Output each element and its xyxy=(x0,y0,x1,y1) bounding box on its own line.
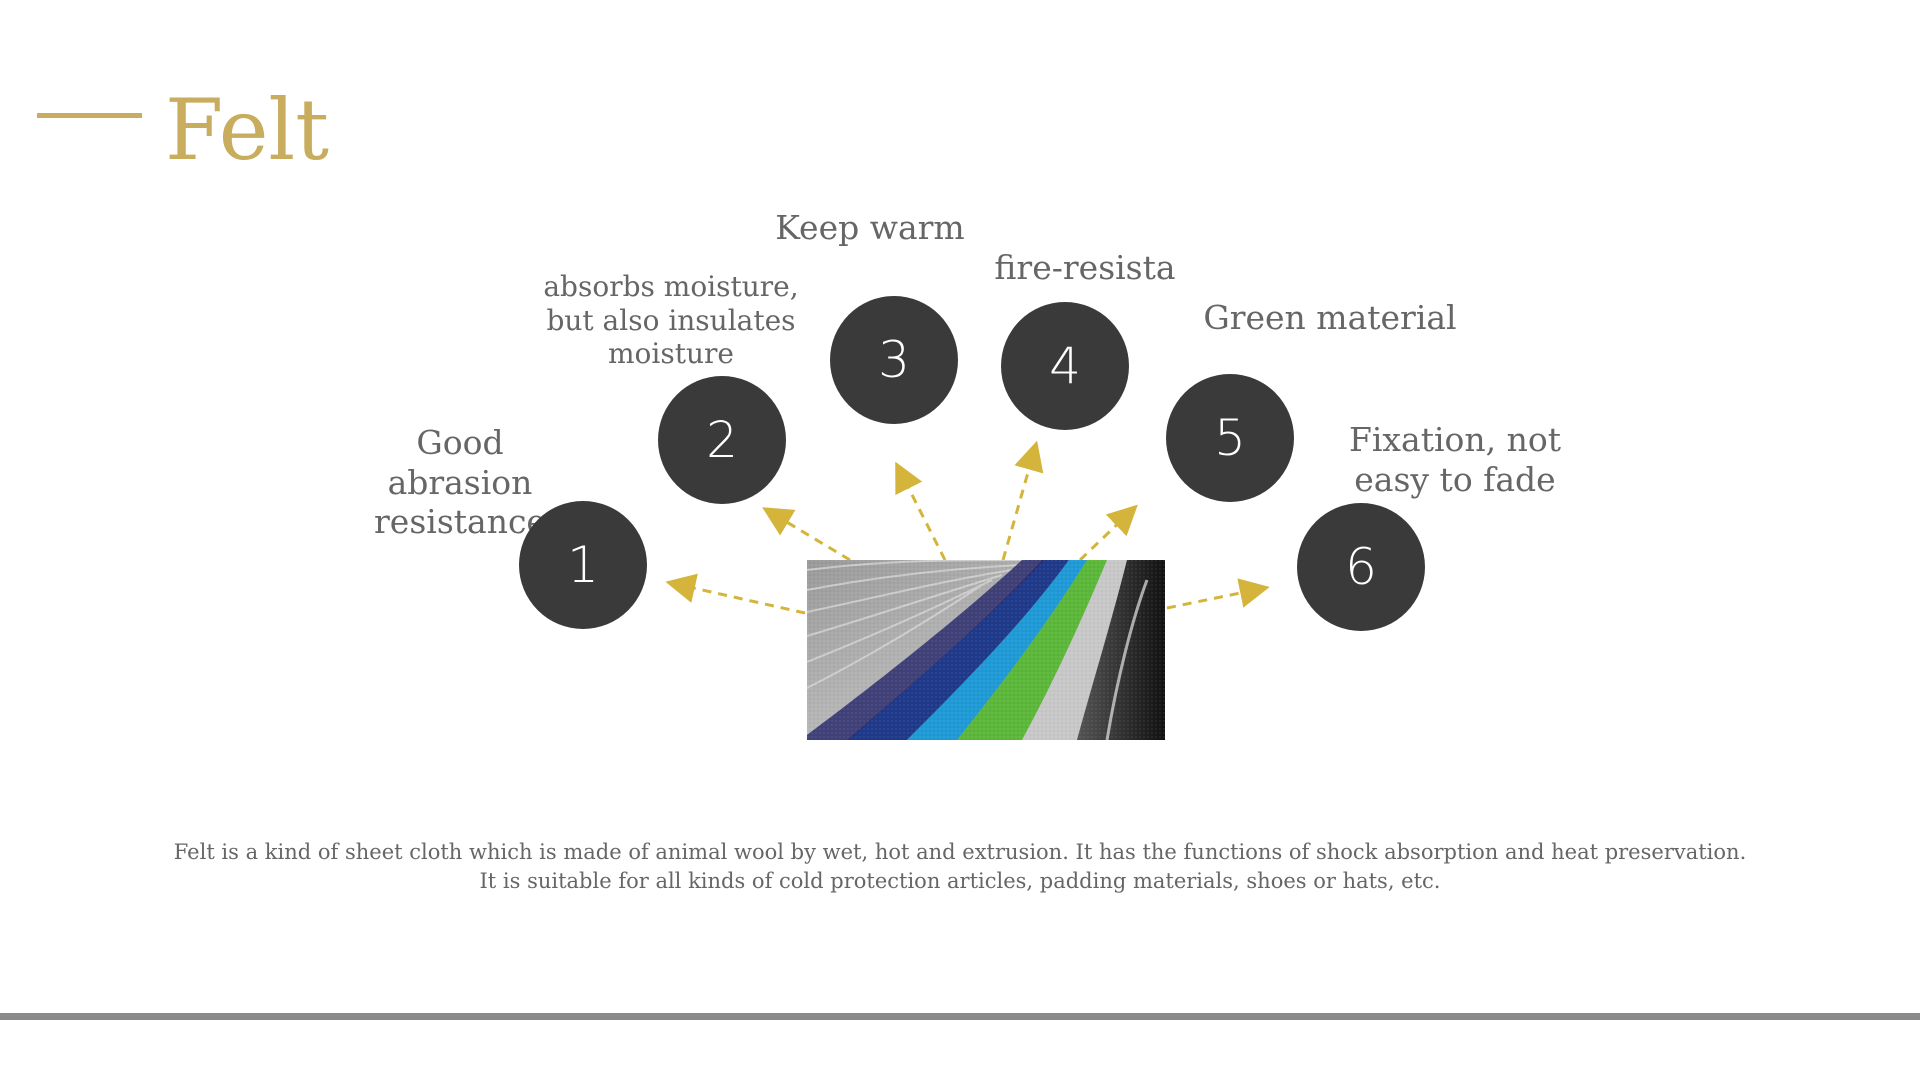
feature-label-4: fire-resistant xyxy=(994,248,1176,296)
arrow-to-6 xyxy=(1166,578,1270,610)
arrow-to-1 xyxy=(665,573,806,615)
feature-circle-1: 1 xyxy=(519,501,647,629)
felt-description: Felt is a kind of sheet cloth which is m… xyxy=(120,838,1800,896)
feature-label-5: Green material xyxy=(1203,298,1457,337)
feature-label-6: Fixation, not easy to fade xyxy=(1348,420,1562,499)
arrow-to-2 xyxy=(762,507,851,562)
arrow-to-3 xyxy=(895,461,947,561)
feature-label-3: Keep warm xyxy=(775,208,965,247)
feature-label-1: Good abrasion resistance xyxy=(374,423,546,542)
feature-label-2: absorbs moisture, but also insulates moi… xyxy=(543,270,799,371)
arrow-to-4 xyxy=(1001,440,1044,561)
feature-circle-3: 3 xyxy=(830,296,958,424)
footer-rule xyxy=(0,1013,1920,1020)
felt-sheets-image xyxy=(807,560,1165,740)
feature-circle-2: 2 xyxy=(658,376,786,504)
feature-circle-6: 6 xyxy=(1297,503,1425,631)
feature-circle-4: 4 xyxy=(1001,302,1129,430)
title-accent-line xyxy=(37,113,142,118)
slide-title: Felt xyxy=(165,81,330,179)
arrow-to-5 xyxy=(1078,504,1138,562)
feature-circle-5: 5 xyxy=(1166,374,1294,502)
description-line-1: Felt is a kind of sheet cloth which is m… xyxy=(173,840,1747,864)
description-line-2: It is suitable for all kinds of cold pro… xyxy=(479,869,1441,893)
